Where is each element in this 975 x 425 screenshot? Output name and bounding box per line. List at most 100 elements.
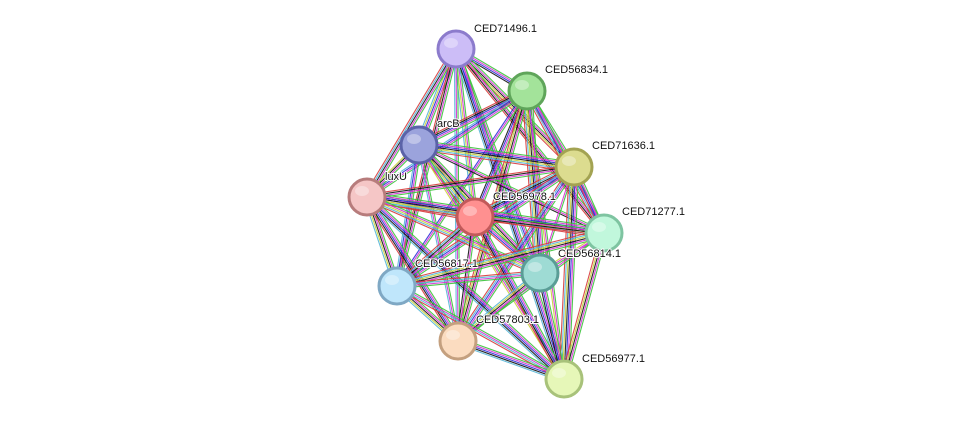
edge-line [477, 215, 568, 378]
edge-line [397, 49, 458, 287]
node-circle[interactable] [507, 71, 547, 111]
edge-line [396, 231, 604, 286]
edge-CED56978.1-CED71277.1 [474, 214, 605, 236]
edge-line [474, 216, 565, 380]
node-label-CED71636.1: CED71636.1 [592, 140, 655, 152]
edge-line [395, 89, 527, 286]
edge-line [473, 217, 564, 381]
edge-CED71496.1-luxU [363, 47, 460, 199]
edge-line [419, 139, 575, 163]
node-circle[interactable] [436, 29, 476, 69]
edge-line [416, 145, 457, 342]
edge-line [397, 233, 605, 288]
edge-line [419, 142, 575, 166]
node-CED56978.1[interactable] [455, 197, 495, 237]
node-CED71636.1[interactable] [554, 147, 594, 187]
node-circle[interactable] [347, 177, 387, 217]
edge-line [396, 271, 540, 286]
edge-line [418, 146, 574, 170]
edge-line [420, 144, 461, 341]
edge-line [397, 284, 565, 379]
node-highlight [592, 222, 606, 232]
edge-line [558, 166, 570, 379]
node-luxU[interactable] [347, 177, 387, 217]
node-label-CED56834.1: CED56834.1 [545, 64, 608, 76]
edge-line [396, 230, 604, 285]
node-circle[interactable] [455, 197, 495, 237]
edge-line [418, 89, 527, 145]
edge-line [397, 234, 605, 289]
node-circle[interactable] [554, 147, 594, 187]
node-highlight [528, 262, 542, 272]
edge-line [395, 144, 419, 286]
edge-line [474, 217, 604, 235]
node-circle[interactable] [520, 253, 560, 293]
node-CED56977.1[interactable] [544, 359, 584, 399]
node-label-CED71277.1: CED71277.1 [622, 206, 685, 218]
node-CED57803.1[interactable] [438, 321, 478, 361]
edge-line [369, 50, 460, 199]
edge-line [367, 195, 460, 341]
nodes-layer [347, 29, 624, 399]
edge-line [395, 228, 604, 283]
node-CED56834.1[interactable] [507, 71, 547, 111]
edge-line [528, 90, 567, 379]
node-label-CED57803.1: CED57803.1 [476, 314, 539, 326]
edge-line [456, 48, 477, 217]
node-highlight [385, 275, 399, 285]
node-label-CED56977.1: CED56977.1 [582, 353, 645, 365]
edge-line [471, 218, 562, 381]
edge-line [365, 199, 539, 277]
edge-line [565, 233, 607, 380]
edge-line [398, 49, 459, 287]
node-circle[interactable] [377, 266, 417, 306]
node-circle[interactable] [584, 213, 624, 253]
edge-arcB-CED57803.1 [416, 144, 461, 342]
edge-line [565, 167, 577, 380]
node-label-CED56814.1: CED56814.1 [558, 248, 621, 260]
node-highlight [463, 206, 477, 216]
edge-line [365, 47, 456, 197]
node-label-luxU: luxU [385, 171, 407, 183]
node-CED71496.1[interactable] [436, 29, 476, 69]
edge-line [524, 91, 563, 380]
edge-line [561, 232, 603, 379]
edge-line [365, 88, 526, 196]
edge-line [366, 164, 574, 196]
edge-line [561, 166, 573, 379]
edge-CED71277.1-CED56977.1 [560, 232, 608, 380]
edge-line [474, 218, 604, 236]
edge-line [396, 270, 540, 285]
node-highlight [355, 186, 369, 196]
node-arcB[interactable] [399, 125, 439, 165]
node-highlight [407, 134, 421, 144]
edge-line [366, 165, 574, 197]
edge-line [397, 273, 541, 288]
edge-line [367, 167, 575, 199]
edge-line [367, 168, 575, 200]
node-circle[interactable] [399, 125, 439, 165]
edge-line [396, 286, 564, 381]
node-circle[interactable] [544, 359, 584, 399]
edge-CED56834.1-CED56977.1 [524, 90, 567, 380]
edge-line [453, 49, 474, 218]
node-CED56814.1[interactable] [520, 253, 560, 293]
node-highlight [515, 80, 529, 90]
edge-line [366, 196, 541, 274]
labels-layer: CED71496.1CED56834.1arcBCED71636.1luxUCE… [384, 22, 686, 366]
edge-line [418, 144, 575, 168]
edge-line [397, 236, 606, 291]
node-label-CED71496.1: CED71496.1 [474, 23, 537, 35]
edge-line [560, 166, 572, 379]
node-CED56817.1[interactable] [377, 266, 417, 306]
node-label-CED56817.1: CED56817.1 [415, 258, 478, 270]
edge-line [521, 91, 536, 274]
edge-line [367, 49, 458, 199]
edge-line [365, 197, 564, 381]
node-circle[interactable] [438, 321, 478, 361]
edge-line [366, 89, 527, 197]
node-CED71277.1[interactable] [584, 213, 624, 253]
edge-line [397, 274, 541, 289]
edge-CED71636.1-luxU [366, 164, 575, 200]
